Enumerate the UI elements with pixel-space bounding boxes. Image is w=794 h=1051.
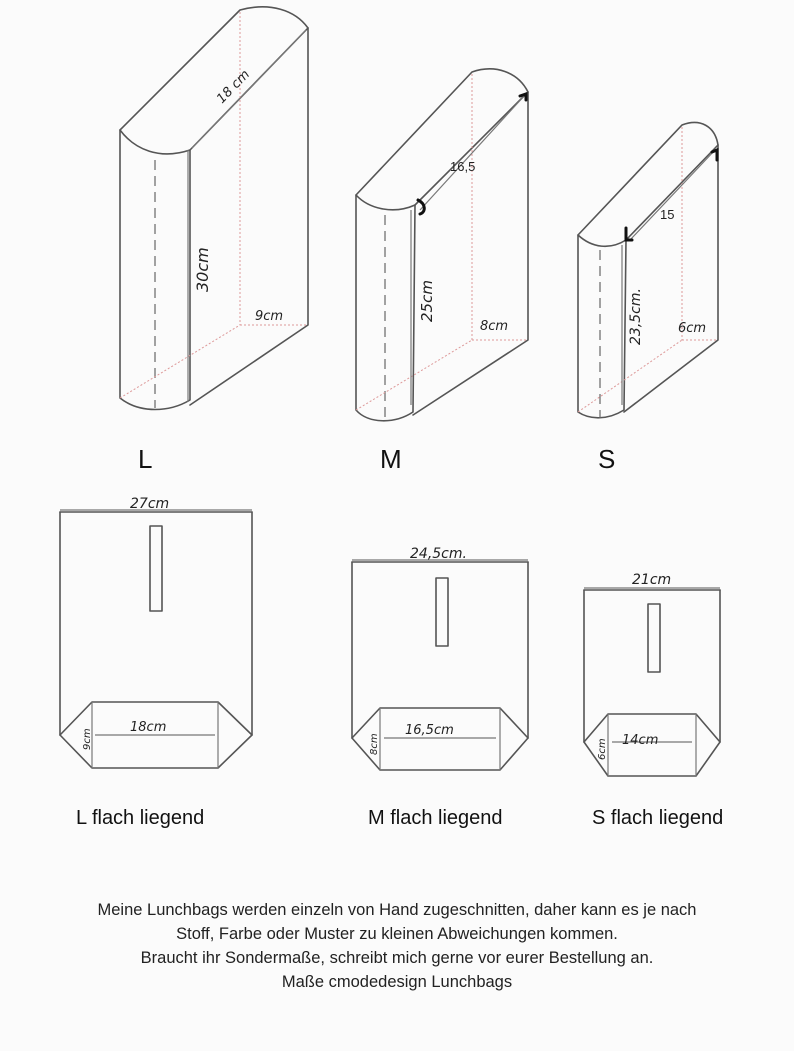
bag-s-bottom-label: 6cm: [678, 321, 706, 336]
bag-s-height-label: 23,5cm.: [628, 288, 644, 345]
bag-l-3d: 18 cm 30cm 9cm L: [119, 6, 309, 474]
bag-s-3d: 15 23,5cm. 6cm S: [577, 121, 719, 474]
footer-line-4: Maße cmodedesign Lunchbags: [281, 973, 513, 991]
bag-m-height-label: 25cm: [418, 280, 436, 322]
bag-l-flat-bottom-label: 18cm: [130, 720, 166, 735]
footer-line-2: Stoff, Farbe oder Muster zu kleinen Abwe…: [176, 925, 618, 943]
bag-m-3d: 16,5 25cm 8cm M: [355, 68, 529, 474]
bag-s-flat-gusset-label: 6cm: [597, 738, 608, 760]
bag-l-flat-width-label: 27cm: [130, 496, 169, 512]
footer-line-3: Braucht ihr Sondermaße, schreibt mich ge…: [140, 949, 654, 967]
bag-l-height-label: 30cm: [193, 247, 212, 292]
bag-m-flat-title: M flach liegend: [368, 807, 503, 829]
bag-m-flat-gusset-label: 8cm: [369, 733, 380, 755]
bag-m-depth-label: 16,5: [450, 159, 475, 174]
bag-l-flat-title: L flach liegend: [76, 807, 204, 829]
bag-m-bottom-label: 8cm: [480, 319, 508, 334]
bag-m-flat-width-label: 24,5cm.: [410, 546, 467, 562]
bag-m-size-label: M: [380, 444, 402, 474]
bag-l-size-label: L: [138, 444, 152, 474]
bag-l-bottom-label: 9cm: [255, 309, 283, 324]
footer-line-1: Meine Lunchbags werden einzeln von Hand …: [97, 901, 697, 919]
bag-s-depth-label: 15: [660, 207, 674, 222]
bag-s-flat-title: S flach liegend: [592, 807, 723, 829]
bag-l-flat: 27cm 18cm 9cm L flach liegend: [59, 496, 253, 829]
bag-s-flat-width-label: 21cm: [632, 572, 671, 588]
bag-s-flat: 21cm 14cm 6cm S flach liegend: [583, 572, 723, 829]
bag-l-flat-gusset-label: 9cm: [82, 728, 93, 750]
bag-m-flat-bottom-label: 16,5cm: [405, 723, 454, 738]
bag-s-size-label: S: [598, 444, 615, 474]
bag-m-flat: 24,5cm. 16,5cm 8cm M flach liegend: [351, 546, 529, 829]
bag-s-flat-bottom-label: 14cm: [622, 733, 658, 748]
bag-l-depth-label: 18 cm: [214, 67, 253, 107]
footer-note: Meine Lunchbags werden einzeln von Hand …: [0, 898, 794, 994]
